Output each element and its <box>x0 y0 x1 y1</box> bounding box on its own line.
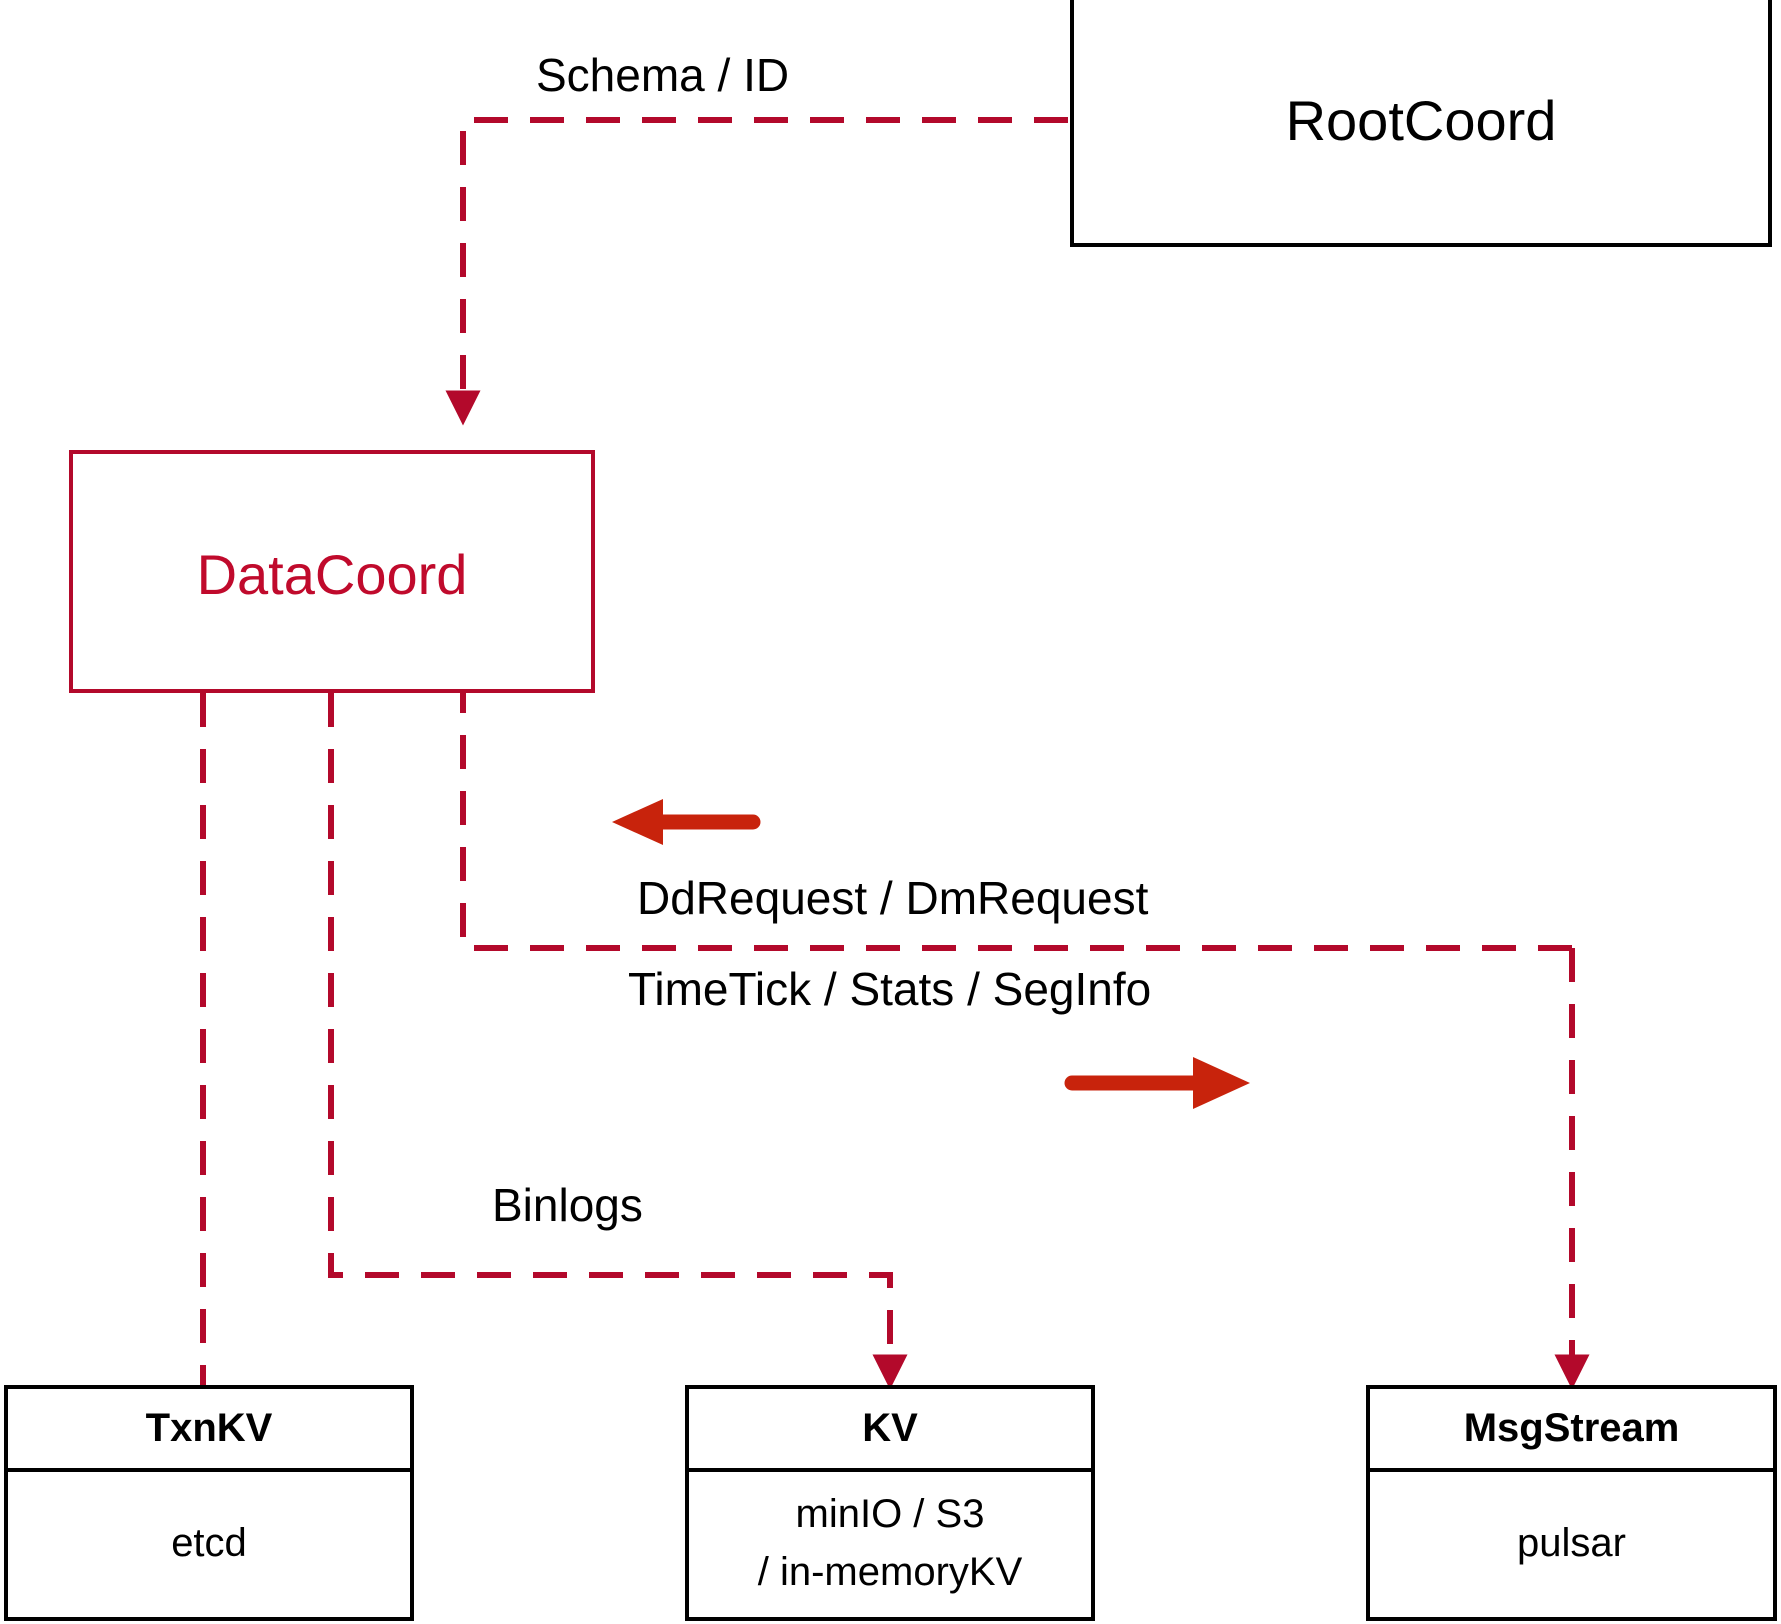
edge-binlogs <box>328 693 908 1390</box>
edge-label-schema-id: Schema / ID <box>536 49 790 101</box>
node-datacoord[interactable]: DataCoord <box>69 450 595 693</box>
node-kv-body-line: / in-memoryKV <box>757 1549 1023 1594</box>
node-msgstream[interactable]: MsgStream pulsar <box>1366 1385 1777 1621</box>
node-msgstream-header: MsgStream <box>1370 1389 1773 1472</box>
direction-arrow-right-icon <box>1064 1057 1250 1109</box>
node-txnkv-header: TxnKV <box>8 1389 410 1472</box>
node-kv-body: minIO / S3 / in-memoryKV <box>689 1468 1091 1617</box>
node-kv[interactable]: KV minIO / S3 / in-memoryKV <box>685 1385 1095 1621</box>
node-txnkv[interactable]: TxnKV etcd <box>4 1385 414 1621</box>
edge-label-timetick-stats-seginfo: TimeTick / Stats / SegInfo <box>628 963 1152 1015</box>
node-rootcoord[interactable]: RootCoord <box>1070 0 1772 247</box>
node-kv-body-line: minIO / S3 <box>795 1491 985 1536</box>
node-txnkv-body: etcd <box>8 1468 410 1617</box>
node-rootcoord-label: RootCoord <box>1285 89 1557 152</box>
edge-label-binlogs: Binlogs <box>492 1179 643 1231</box>
node-kv-header: KV <box>689 1389 1091 1472</box>
edge-schema-id <box>445 117 1068 426</box>
node-msgstream-body: pulsar <box>1370 1468 1773 1617</box>
edge-label-ddrequest-dmrequest: DdRequest / DmRequest <box>637 872 1149 924</box>
edge-msgstream-datacoord <box>445 642 1590 1390</box>
node-txnkv-body-line: etcd <box>171 1520 247 1565</box>
node-datacoord-label: DataCoord <box>196 543 468 606</box>
node-msgstream-body-line: pulsar <box>1517 1520 1626 1565</box>
direction-arrow-left-icon <box>612 799 761 845</box>
